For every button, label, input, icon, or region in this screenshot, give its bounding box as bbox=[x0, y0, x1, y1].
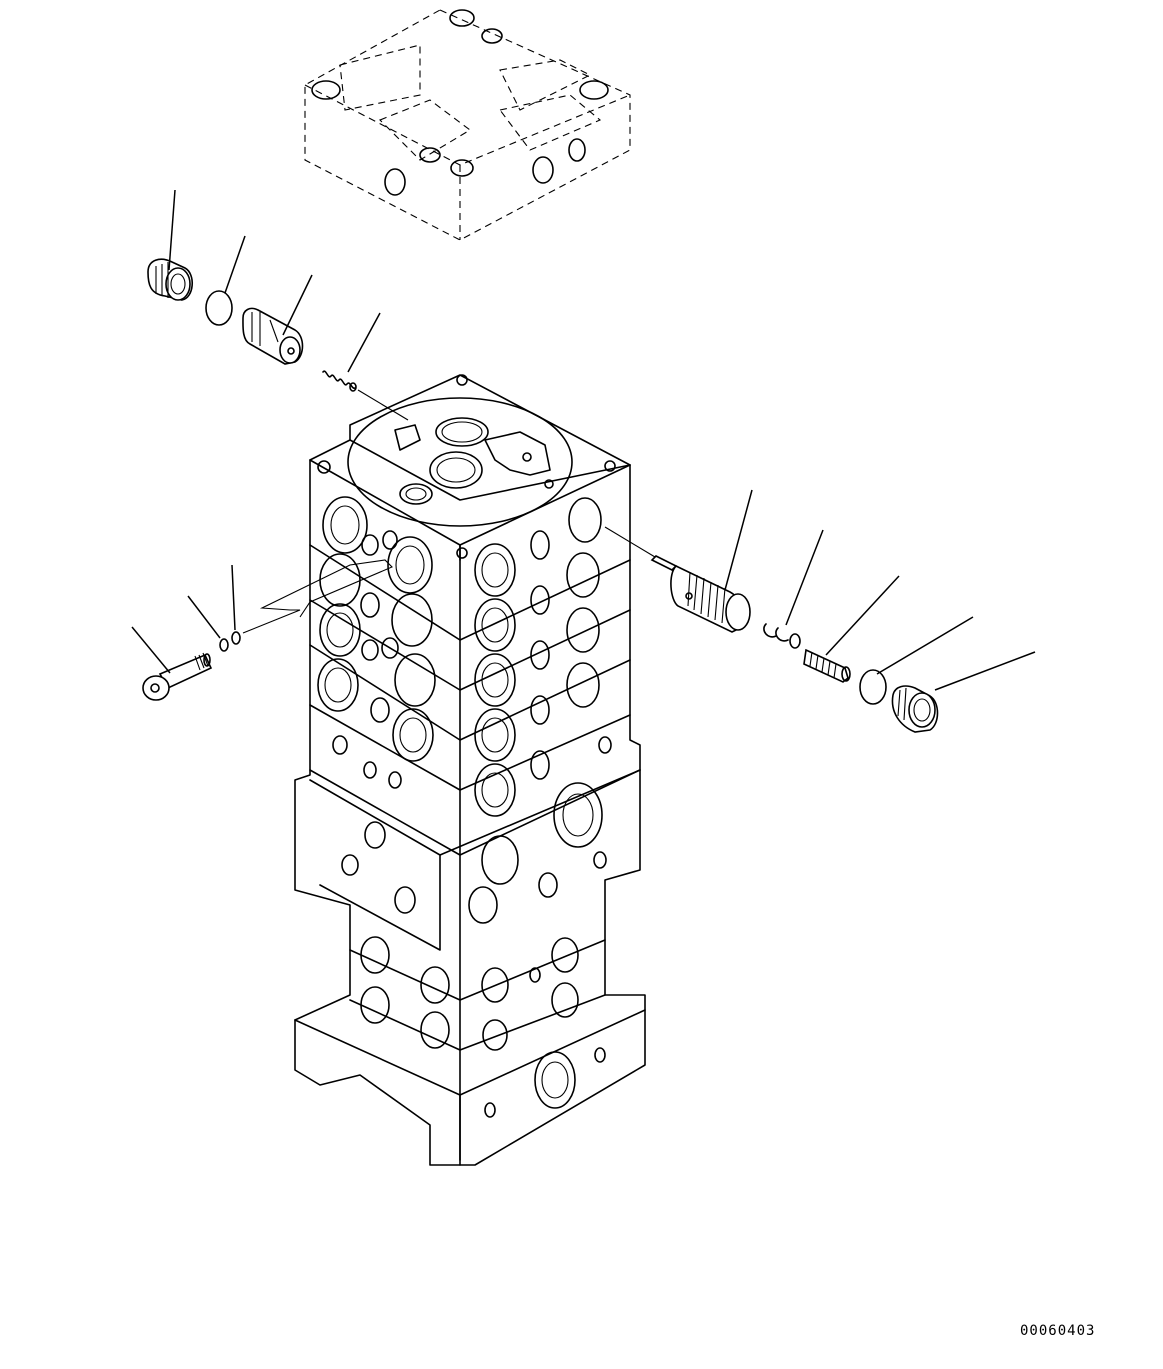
top-cover bbox=[304, 9, 631, 241]
leader-line bbox=[934, 651, 1036, 691]
plug-right-icon bbox=[891, 685, 939, 733]
leader-line bbox=[785, 529, 824, 626]
assembly-line bbox=[604, 526, 656, 558]
spool-left-icon bbox=[242, 307, 304, 365]
ring-right-icon bbox=[763, 623, 801, 649]
figure-code: 00060403 bbox=[1020, 1323, 1096, 1339]
leader-line bbox=[825, 575, 900, 656]
leader-line bbox=[131, 626, 171, 674]
leader-line bbox=[224, 235, 246, 294]
leader-line bbox=[282, 274, 313, 336]
leader-line bbox=[168, 189, 176, 271]
spring-left-icon bbox=[322, 370, 357, 392]
assembly-line bbox=[357, 389, 409, 421]
leader-line bbox=[724, 489, 753, 591]
o-ring-right-icon bbox=[859, 669, 887, 705]
valve-body bbox=[294, 374, 646, 1166]
leader-line bbox=[876, 616, 974, 675]
washer-b-icon bbox=[231, 631, 241, 645]
spring-right-icon bbox=[803, 648, 851, 683]
plug-left-icon bbox=[147, 258, 193, 301]
o-ring-left-icon bbox=[205, 290, 233, 326]
valve-right-icon bbox=[650, 555, 751, 633]
leader-line bbox=[231, 564, 236, 631]
assembly-line bbox=[242, 559, 393, 634]
leader-line bbox=[347, 312, 381, 373]
leader-line bbox=[187, 595, 221, 639]
washer-a-icon bbox=[219, 638, 229, 652]
bolt-icon bbox=[142, 652, 213, 701]
